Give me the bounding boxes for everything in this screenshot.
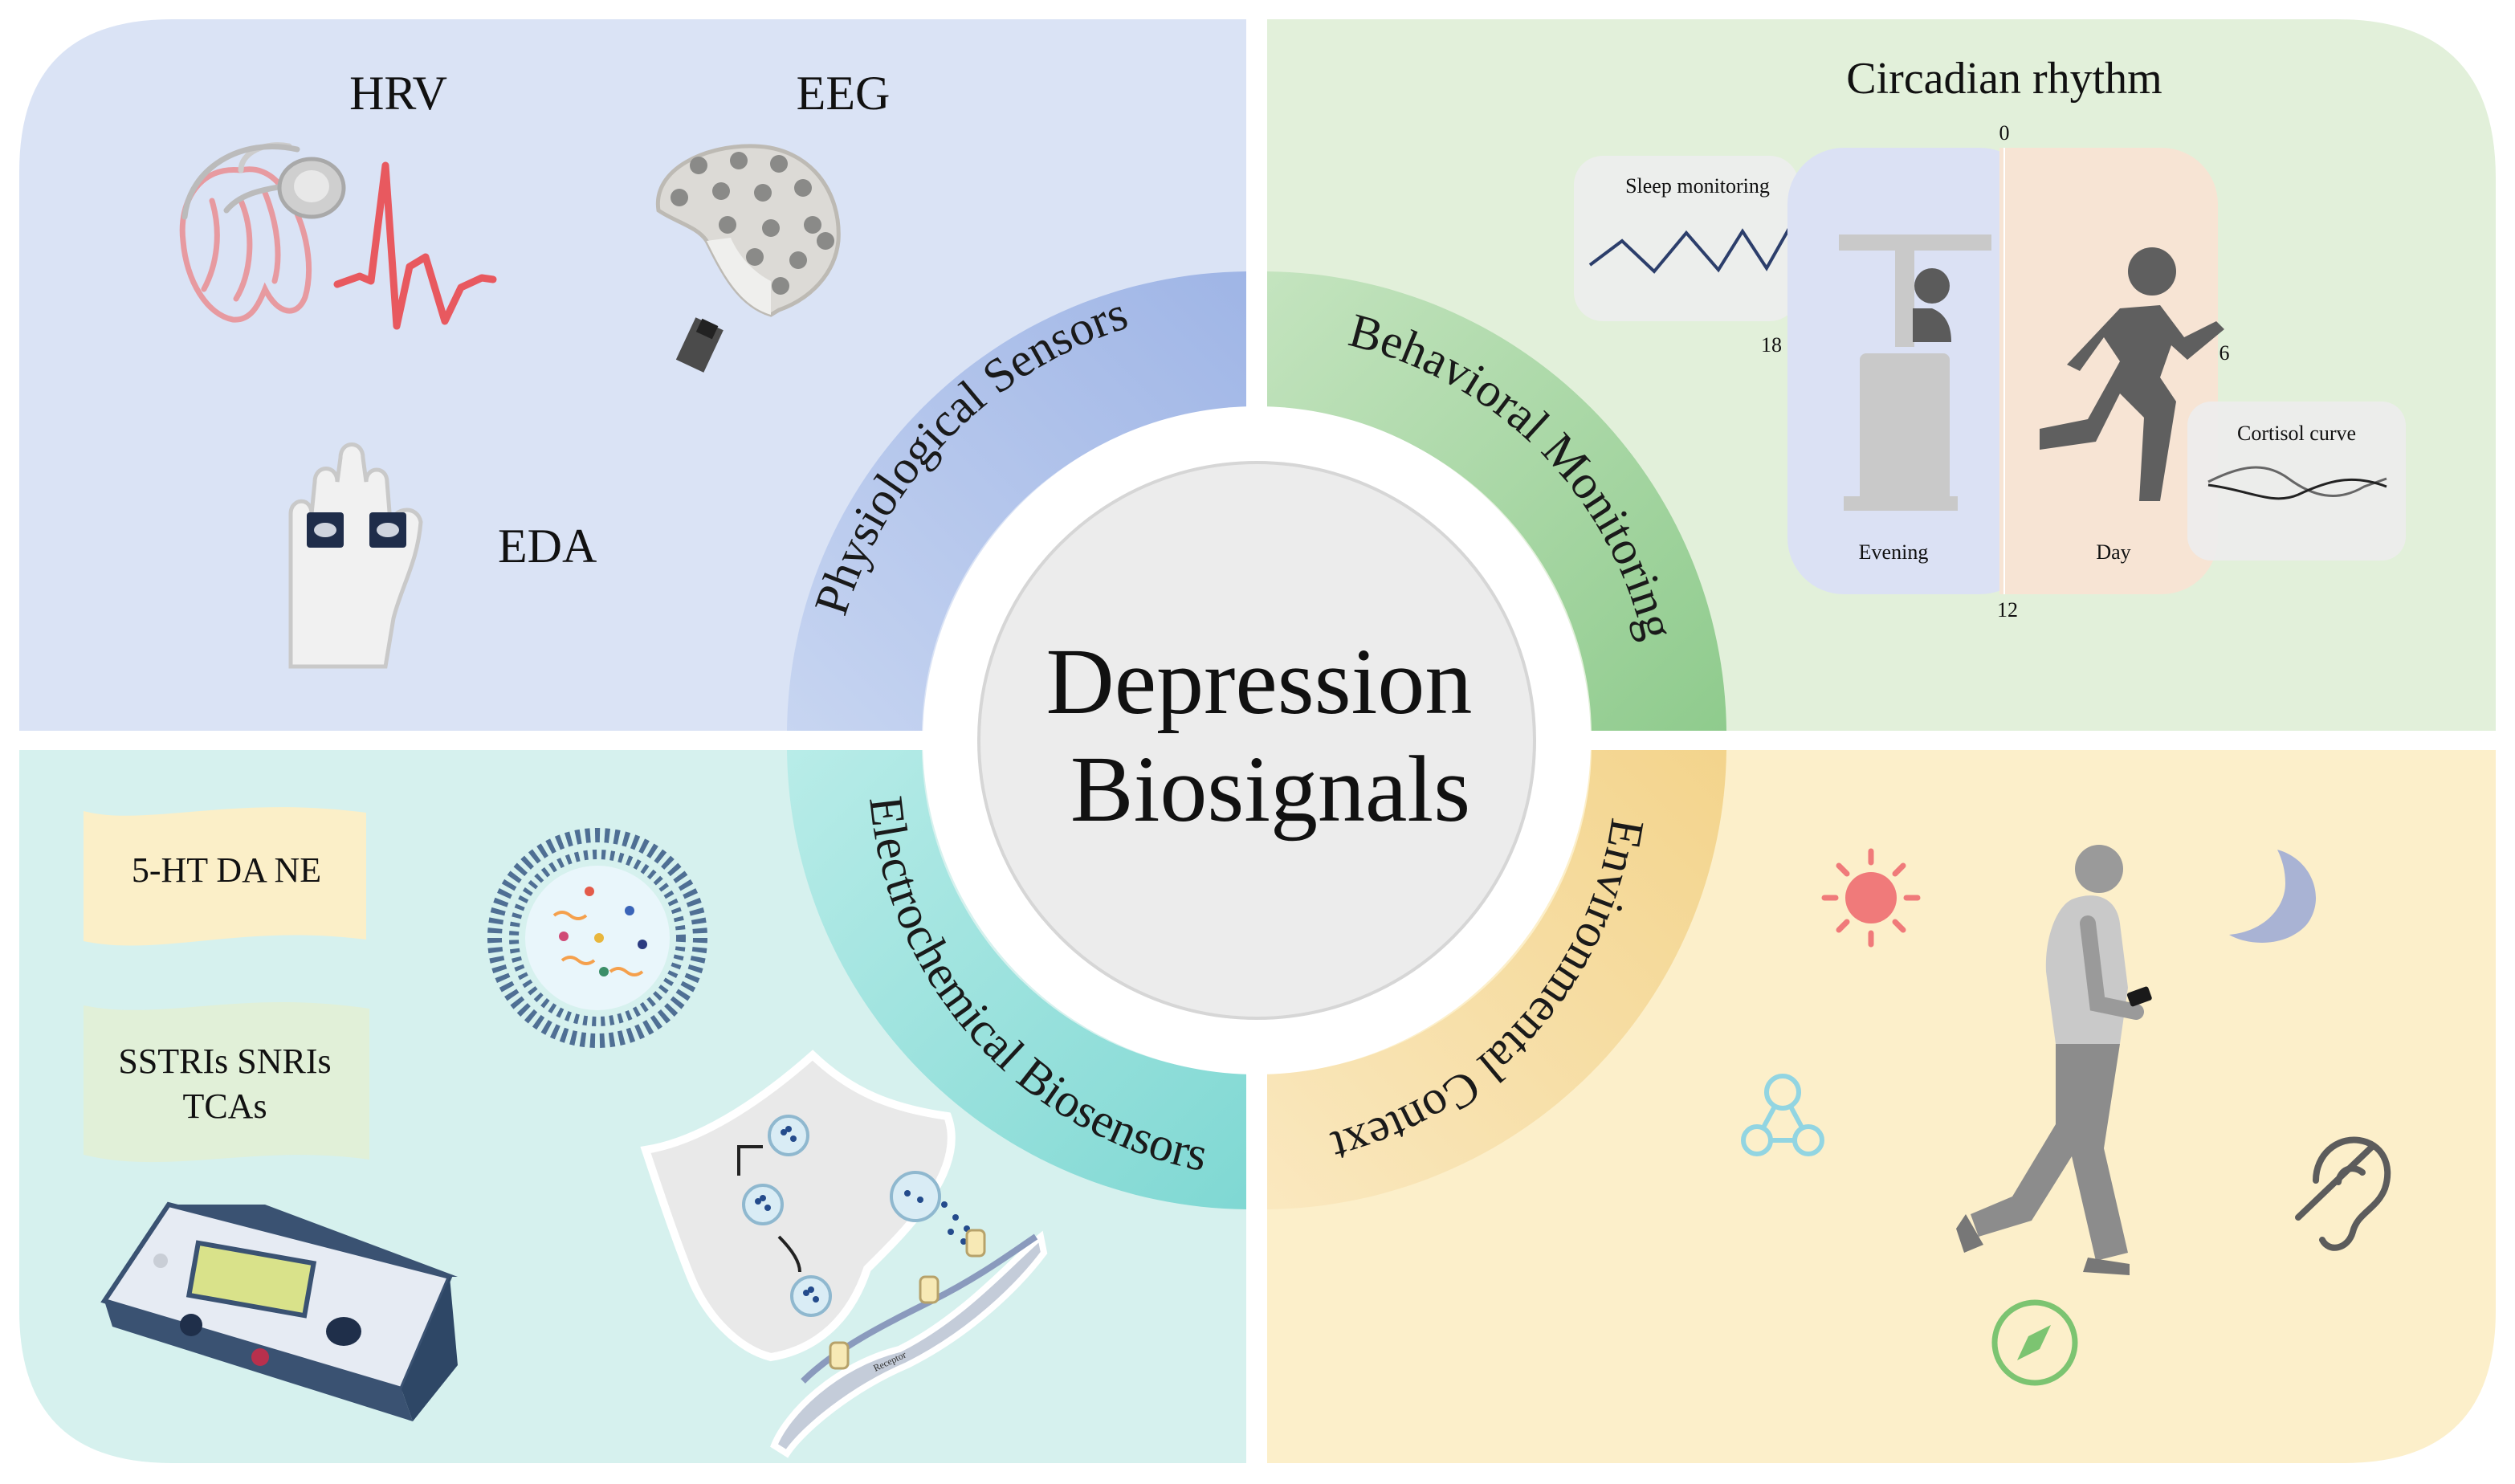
- eda-label: EDA: [498, 520, 597, 573]
- center-title: Depression Biosignals: [1046, 629, 1473, 842]
- eeg-label: EEG: [797, 67, 891, 120]
- ring: [787, 271, 1726, 1209]
- sleep-monitoring-card: [1574, 156, 1799, 321]
- social-network-icon: [1741, 1074, 1824, 1156]
- behavioral-section: Circadian rhythm Sleep monitoring 0 6 12…: [1574, 54, 2406, 622]
- center-circle: [977, 461, 1536, 1020]
- clock-labels: 0 6 12 18 Evening Day: [1761, 121, 2230, 622]
- synapse-icon: Receptor: [640, 1050, 1048, 1458]
- drug-label-line1: SSTRIs SNRIs: [118, 1042, 331, 1081]
- liposome-icon: [487, 828, 707, 1048]
- clock-12-label: 12: [1997, 598, 2018, 622]
- moon-icon: [2229, 850, 2317, 943]
- environmental-section: [1741, 845, 2391, 1386]
- neurotransmitter-banner: [84, 807, 366, 946]
- pacemaker-icon: [277, 157, 346, 219]
- ecg-wave-icon: [333, 161, 497, 330]
- compass-icon: [1991, 1299, 2078, 1386]
- potentiostat-icon: [100, 1201, 458, 1421]
- sleep-wave-icon: [1588, 227, 1800, 274]
- clock-0-label: 0: [1999, 121, 2010, 145]
- cortisol-label: Cortisol curve: [2237, 422, 2356, 445]
- neurotransmitter-label: 5-HT DA NE: [132, 850, 321, 890]
- bed-icon: [1839, 234, 1991, 511]
- center-title-line1: Depression: [1046, 629, 1473, 734]
- sun-icon: [1821, 848, 1921, 948]
- environmental-ring-segment: [1267, 750, 1726, 1209]
- evening-label: Evening: [1859, 540, 1929, 564]
- physiological-ring-segment: [787, 271, 1246, 731]
- walking-person-phone-icon: [1956, 845, 2152, 1275]
- clock-18-label: 18: [1761, 333, 1782, 357]
- drug-banner: [84, 1002, 369, 1163]
- clock-6-label: 6: [2219, 341, 2230, 365]
- center-title-line2: Biosignals: [1070, 736, 1470, 842]
- drug-label-line2: TCAs: [182, 1086, 267, 1126]
- day-label: Day: [2096, 540, 2130, 564]
- sleep-monitoring-label: Sleep monitoring: [1625, 174, 1770, 198]
- hand-electrode-icon: [288, 442, 423, 669]
- circadian-title: Circadian rhythm: [1846, 54, 2162, 104]
- electrochemical-ring-segment: [787, 750, 1246, 1209]
- eeg-cap-icon: [655, 144, 841, 373]
- physiological-section: HRV EEG EDA: [179, 67, 891, 669]
- behavioral-ring-segment: [1267, 271, 1726, 731]
- hearing-off-icon: [2295, 1136, 2391, 1251]
- hrv-label: HRV: [349, 67, 447, 120]
- electrochemical-section: 5-HT DA NE SSTRIs SNRIs TCAs: [84, 807, 1048, 1458]
- cortisol-curve-icon: [2207, 466, 2387, 497]
- sleeper-head-icon: [1914, 268, 1950, 304]
- running-person-icon: [2040, 247, 2224, 501]
- cortisol-card: [2187, 402, 2406, 561]
- sleeper-body-icon: [1913, 308, 1951, 342]
